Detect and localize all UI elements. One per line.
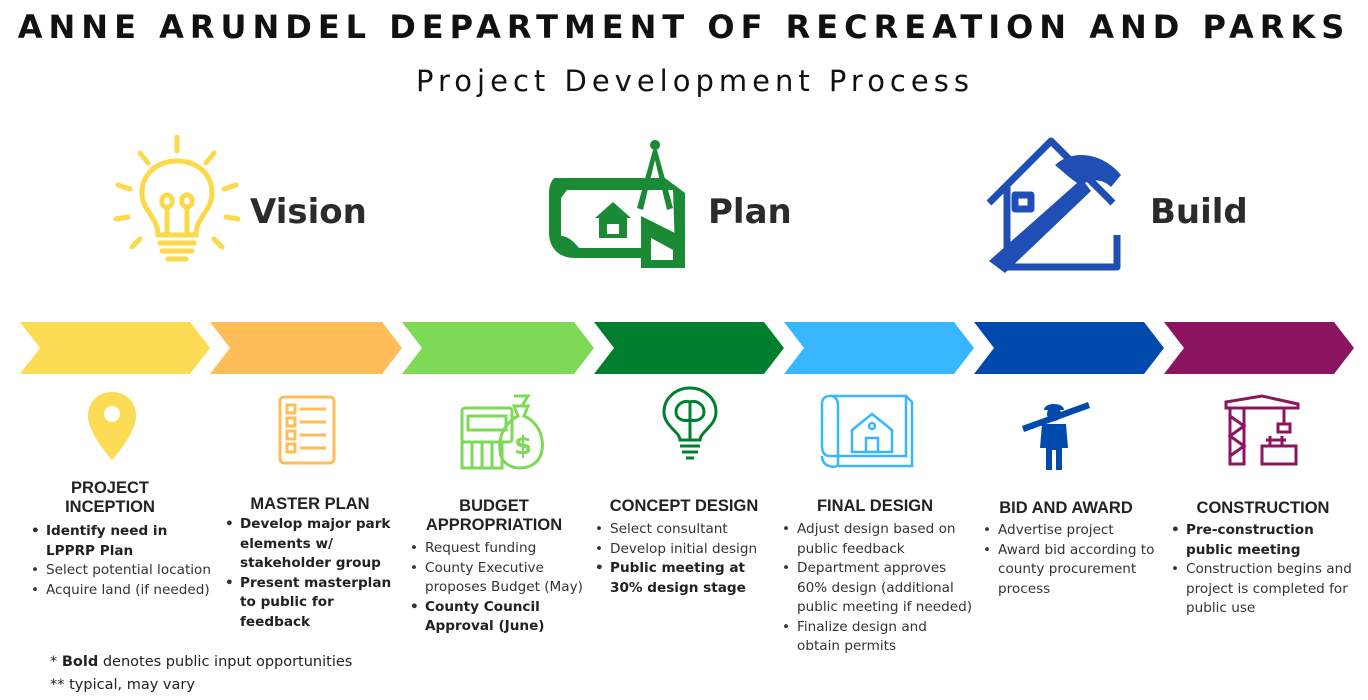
step-title-master-plan: MASTER PLAN — [250, 495, 370, 513]
list-item: Select potential location — [31, 561, 211, 581]
list-item: County Executive proposes Budget (May) — [410, 559, 590, 598]
step-list-project-inception: Identify need in LPPRP Plan Select poten… — [31, 522, 211, 600]
worker-icon — [1022, 402, 1090, 470]
arrow-concept-design — [594, 322, 784, 374]
phase-label-vision: Vision — [250, 192, 367, 232]
list-item: Request funding — [410, 539, 590, 559]
phase-label-build: Build — [1150, 192, 1248, 232]
list-item: Advertise project — [983, 521, 1163, 541]
footnote-typical: ** typical, may vary — [50, 677, 195, 693]
checklist-icon — [278, 395, 336, 465]
list-item: Finalize design and obtain permits — [782, 618, 972, 657]
list-item: Acquire land (if needed) — [31, 581, 211, 601]
list-item: Adjust design based on public feedback — [782, 520, 972, 559]
location-pin-icon — [88, 392, 136, 460]
page-subtitle: Project Development Process — [416, 64, 974, 98]
step-list-concept-design: Select consultant Develop initial design… — [595, 520, 775, 598]
arrow-final-design — [784, 322, 974, 374]
footnote-prefix: * — [50, 654, 62, 670]
list-item: Identify need in LPPRP Plan — [31, 522, 211, 561]
blueprint-icon — [549, 140, 685, 268]
lightbulb-icon — [113, 135, 241, 262]
svg-text:$: $ — [514, 431, 532, 461]
step-list-final-design: Adjust design based on public feedback D… — [782, 520, 972, 657]
arrow-budget-appropriation — [402, 322, 594, 374]
step-title-concept-design: CONCEPT DESIGN — [609, 497, 759, 515]
list-item: Construction begins and project is compl… — [1171, 560, 1356, 619]
step-list-construction: Pre-construction public meeting Construc… — [1171, 521, 1356, 619]
step-title-budget-appropriation: BUDGET APPROPRIATION — [414, 497, 574, 535]
arrow-master-plan — [210, 322, 402, 374]
step-title-bid-and-award: BID AND AWARD — [999, 499, 1133, 517]
footnote-text: denotes public input opportunities — [98, 654, 353, 670]
arrow-construction — [1164, 322, 1354, 374]
list-item: Develop major park elements w/ stakehold… — [225, 515, 405, 574]
footnote-bold-word: Bold — [61, 654, 99, 670]
list-item: Present masterplan to public for feedbac… — [225, 574, 405, 633]
list-item: Award bid according to county procuremen… — [983, 541, 1163, 600]
arrow-project-inception — [20, 322, 210, 374]
step-title-line: BUDGET APPROPRIATION — [425, 497, 563, 534]
page-title: ANNE ARUNDEL DEPARTMENT OF RECREATION AN… — [17, 8, 1351, 46]
list-item: Develop initial design — [595, 540, 775, 560]
crane-icon — [1224, 394, 1300, 466]
house-blueprint-icon — [820, 394, 914, 469]
list-item: Select consultant — [595, 520, 775, 540]
phase-label-plan: Plan — [708, 192, 792, 232]
step-list-master-plan: Develop major park elements w/ stakehold… — [225, 515, 405, 632]
list-item: County Council Approval (June) — [410, 598, 590, 637]
step-title-construction: CONSTRUCTION — [1196, 499, 1330, 517]
step-title-final-design: FINAL DESIGN — [816, 497, 934, 515]
house-hammer-icon — [986, 137, 1121, 273]
footnote-bold-meaning: * Bold denotes public input opportunitie… — [50, 654, 352, 670]
step-list-budget-appropriation: Request funding County Executive propose… — [410, 539, 590, 637]
step-title-project-inception: PROJECT INCEPTION — [40, 479, 180, 517]
process-arrow-band — [20, 322, 1354, 374]
arrow-bid-and-award — [974, 322, 1164, 374]
money-bag-icon: $ — [460, 394, 544, 470]
list-item: Department approves 60% design (addition… — [782, 559, 972, 618]
list-item: Pre-construction public meeting — [1171, 521, 1356, 560]
list-item: Public meeting at 30% design stage — [595, 559, 775, 598]
step-list-bid-and-award: Advertise project Award bid according to… — [983, 521, 1163, 599]
step-title-line: PROJECT INCEPTION — [65, 479, 155, 516]
brain-bulb-icon — [662, 386, 718, 460]
